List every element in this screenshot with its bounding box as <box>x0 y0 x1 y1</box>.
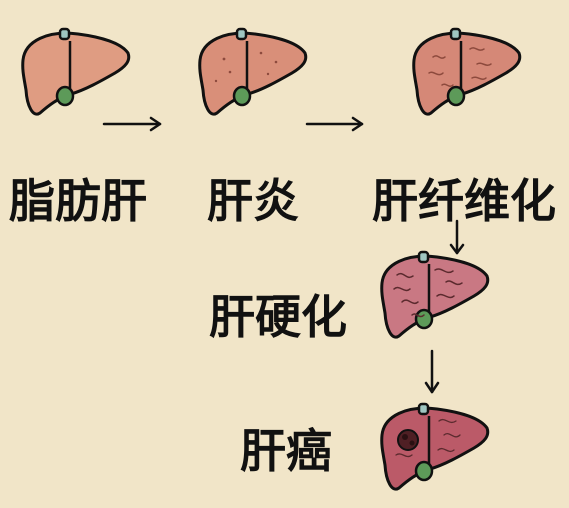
liver-fibrosis-illustration <box>412 27 522 116</box>
gallbladder-icon <box>232 85 252 107</box>
hepatic-vessel-icon <box>235 27 248 41</box>
liver-shape <box>380 406 490 491</box>
liver-shape <box>21 31 131 116</box>
liver-cancer-illustration <box>380 402 490 491</box>
hepatitis-illustration <box>198 27 308 116</box>
arrow-hepatitis-to-fibrosis-icon <box>305 116 364 132</box>
stage-label-liver-cancer: 肝癌 <box>240 424 332 478</box>
tumor-icon <box>397 429 419 451</box>
cirrhosis-illustration <box>380 250 490 339</box>
fibrosis-scars-icon <box>428 47 492 88</box>
gallbladder-icon <box>414 308 434 330</box>
liver-shape <box>198 31 308 116</box>
stage-label-hepatitis: 肝炎 <box>207 174 299 228</box>
hepatic-vessel-icon <box>58 27 71 41</box>
gallbladder-icon <box>446 85 466 107</box>
stage-label-cirrhosis: 肝硬化 <box>209 290 347 344</box>
hepatic-vessel-icon <box>417 402 430 416</box>
gallbladder-icon <box>55 85 75 107</box>
liver-shape <box>380 254 490 339</box>
arrow-fibrosis-to-cirrhosis-icon <box>449 219 465 255</box>
hepatic-vessel-icon <box>417 250 430 264</box>
arrow-cirrhosis-to-cancer-icon <box>424 349 440 394</box>
cirrhosis-nodules-icon <box>393 268 463 318</box>
stage-label-liver-fibrosis: 肝纤维化 <box>372 174 556 228</box>
gallbladder-icon <box>414 460 434 482</box>
hepatic-vessel-icon <box>449 27 462 41</box>
liver-shape <box>412 31 522 116</box>
inflammation-dots-icon <box>214 51 278 83</box>
cancer-texture-icon <box>395 418 461 458</box>
arrow-fatty-to-hepatitis-icon <box>102 116 162 132</box>
fatty-liver-illustration <box>21 27 131 116</box>
stage-label-fatty-liver: 脂肪肝 <box>9 174 147 228</box>
